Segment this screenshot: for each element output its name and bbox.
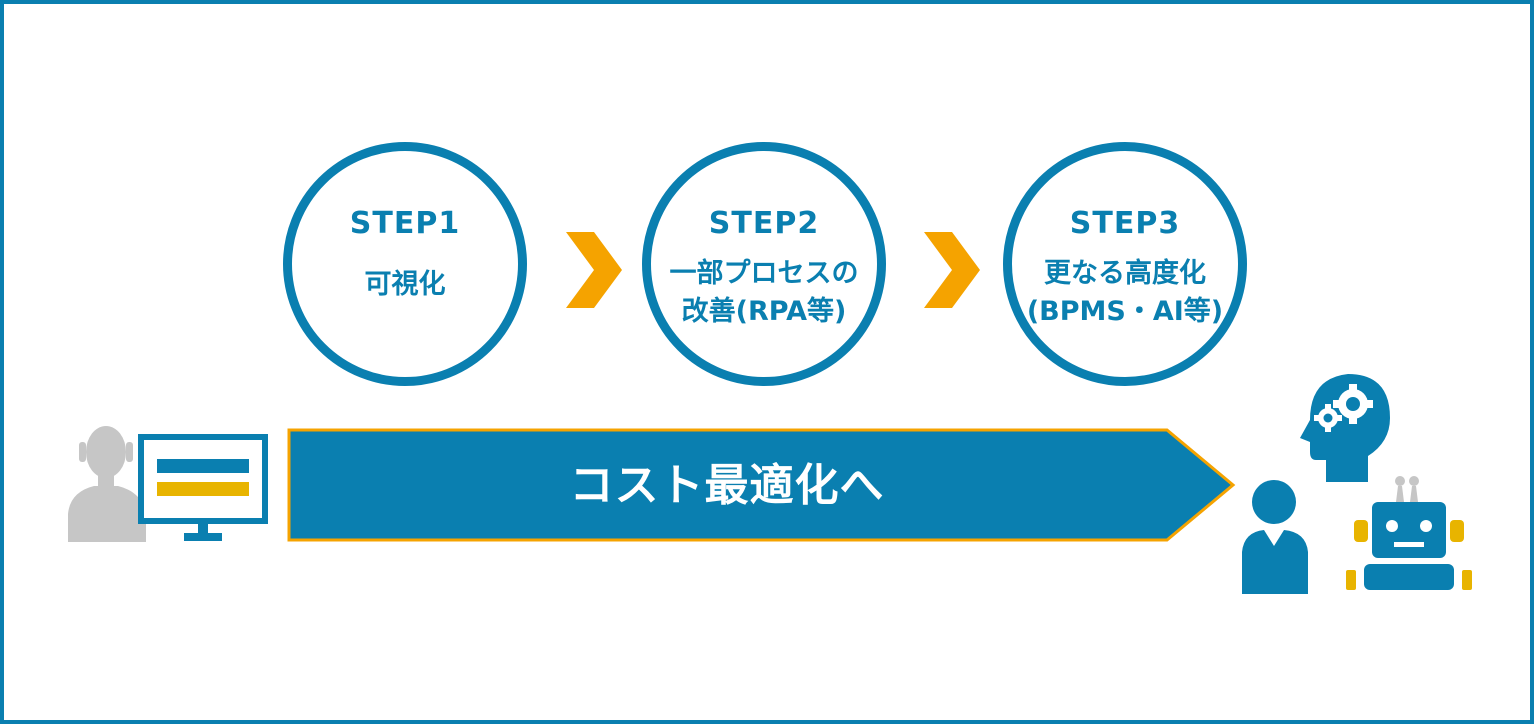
banner-label: コスト最適化へ	[569, 460, 885, 511]
robot-icon	[1346, 476, 1472, 590]
step-2-title: STEP2	[708, 206, 820, 241]
step-1-title: STEP1	[349, 206, 461, 241]
monitor-icon	[138, 434, 268, 541]
step-2-circle: STEP2 一部プロセスの 改善(RPA等)	[642, 142, 886, 386]
step-3-description: 更なる高度化 (BPMS・AI等)	[1026, 258, 1224, 327]
cost-optimization-arrow	[287, 428, 1236, 542]
chevron-right-icon	[566, 232, 622, 308]
step-2-description: 一部プロセスの 改善(RPA等)	[669, 258, 859, 327]
chevron-right-icon	[924, 232, 980, 308]
step-3-title: STEP3	[1069, 206, 1181, 241]
ai-head-gears-icon	[1300, 374, 1390, 482]
step-1-description: 可視化	[364, 269, 446, 300]
person-silhouette-icon	[68, 426, 146, 542]
step-3-circle: STEP3 更なる高度化 (BPMS・AI等)	[1003, 142, 1247, 386]
person-icon	[1242, 480, 1308, 594]
step-1-circle: STEP1 可視化	[283, 142, 527, 386]
